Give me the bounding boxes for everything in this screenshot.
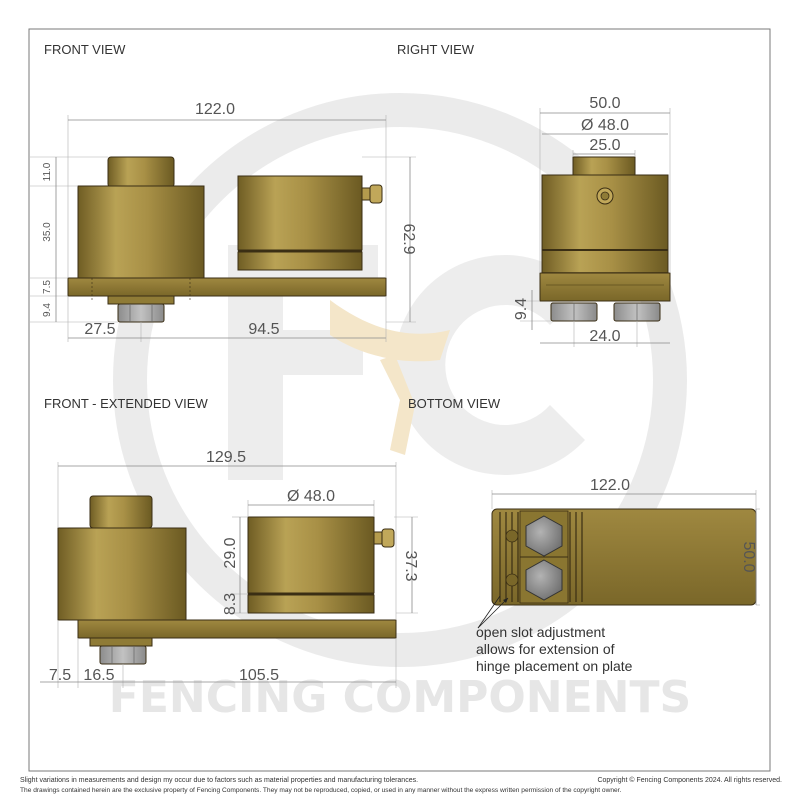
- bottom-view-title: BOTTOM VIEW: [408, 396, 501, 411]
- dim-extended-lower: 8.3: [222, 593, 239, 615]
- dim-front-cap: 11.0: [42, 162, 53, 181]
- dim-extended-height: 37.3: [402, 550, 419, 581]
- note-line-1: open slot adjustment: [476, 624, 605, 640]
- dim-front-nut: 9.4: [42, 303, 53, 317]
- front-dimensions: [30, 115, 416, 342]
- note-leader-lines: [477, 595, 509, 629]
- watermark-text: FENCING COMPONENTS: [109, 672, 691, 723]
- hex-bolt-bottom: [525, 559, 563, 601]
- grease-nipple-right: [596, 187, 614, 205]
- dim-right-nut: 9.4: [513, 298, 530, 320]
- right-dimensions: [520, 108, 671, 347]
- slot-lines: [499, 512, 583, 602]
- dim-extended-body: 29.0: [222, 537, 239, 568]
- dim-front-plate: 7.5: [42, 280, 53, 294]
- footer-disclaimer-1: Slight variations in measurements and de…: [20, 777, 419, 784]
- drawing-border: [28, 28, 771, 772]
- dim-front-overall: 122.0: [195, 101, 235, 118]
- dim-extended-diameter: Ø 48.0: [287, 488, 335, 505]
- dim-right-diameter: Ø 48.0: [581, 117, 629, 134]
- dim-extended-mid: 16.5: [83, 667, 114, 684]
- extended-view: [57, 495, 397, 665]
- dim-front-right: 94.5: [248, 321, 279, 338]
- watermark-logo: [113, 93, 687, 667]
- dim-front-height: 62.9: [400, 223, 417, 254]
- bottom-dimensions: [491, 490, 760, 606]
- dim-right-cap: 25.0: [589, 137, 620, 154]
- dim-extended-right: 105.5: [239, 667, 279, 684]
- grease-nipple-extended: [373, 528, 395, 548]
- hex-bolt-top: [525, 515, 563, 557]
- footer-copyright: Copyright © Fencing Components 2024. All…: [597, 777, 782, 784]
- dim-extended-left: 7.5: [49, 667, 71, 684]
- right-view-title: RIGHT VIEW: [397, 42, 475, 57]
- dim-right-spacing: 24.0: [589, 328, 620, 345]
- extended-dimensions: [40, 462, 418, 688]
- bottom-view: [491, 508, 757, 606]
- dim-right-width: 50.0: [589, 95, 620, 112]
- front-view-title: FRONT VIEW: [44, 42, 126, 57]
- dim-front-body: 35.0: [42, 222, 53, 242]
- front-view: [67, 156, 387, 323]
- extended-view-title: FRONT - EXTENDED VIEW: [44, 396, 208, 411]
- note-line-2: allows for extension of: [476, 641, 615, 657]
- dim-bottom-width: 50.0: [740, 541, 757, 572]
- dim-front-left: 27.5: [84, 321, 115, 338]
- right-view: [539, 156, 671, 322]
- note-line-3: hinge placement on plate: [476, 658, 633, 674]
- dim-bottom-length: 122.0: [590, 477, 630, 494]
- footer-disclaimer-2: The drawings contained herein are the ex…: [20, 787, 622, 794]
- dim-extended-overall: 129.5: [206, 449, 246, 466]
- grease-nipple-front: [361, 184, 383, 204]
